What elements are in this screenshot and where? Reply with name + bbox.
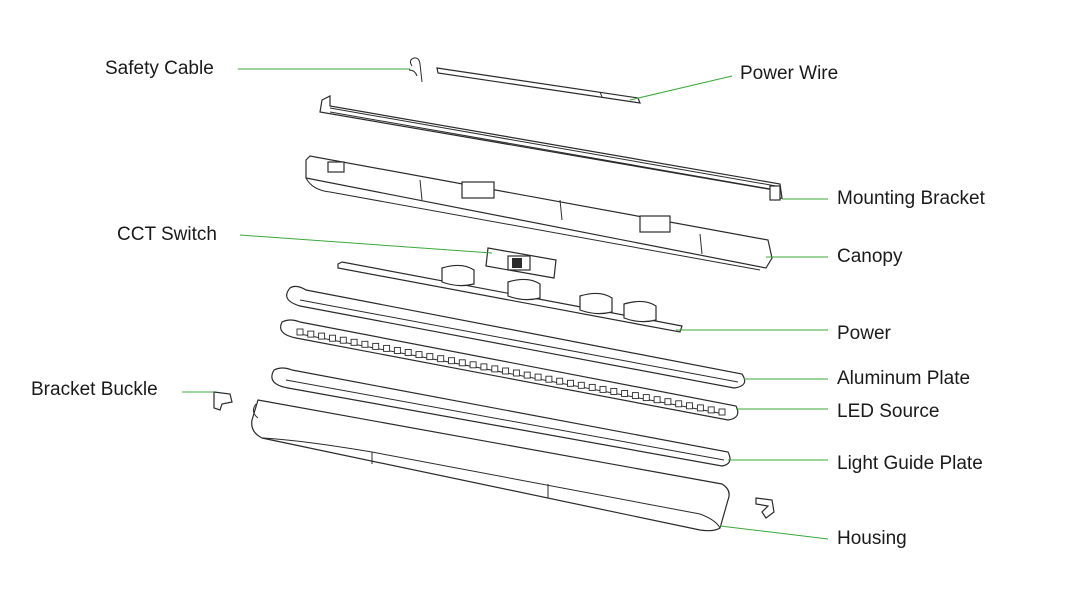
label-canopy: Canopy (837, 246, 903, 267)
led-chip (318, 332, 326, 340)
led-chip (523, 371, 531, 379)
label-safety-cable: Safety Cable (105, 58, 214, 79)
led-chip (718, 408, 726, 416)
leader-cct-switch (239, 234, 493, 254)
label-bracket-buckle: Bracket Buckle (31, 379, 158, 400)
label-power: Power (837, 323, 891, 344)
led-chip (534, 373, 542, 381)
light-guide-plate-part (271, 367, 731, 467)
mounting-bracket-part (319, 95, 783, 201)
led-chip (642, 394, 650, 402)
led-chip (567, 379, 574, 387)
led-chip (664, 398, 672, 406)
led-chip (372, 342, 380, 350)
power-wire-part (436, 67, 641, 104)
led-chip (545, 375, 553, 383)
label-light-guide-plate: Light Guide Plate (837, 453, 983, 474)
cct-switch-part (485, 247, 557, 279)
led-chip (631, 392, 639, 400)
led-chip (621, 390, 629, 397)
led-chip (415, 351, 423, 359)
aluminum-plate-part (286, 285, 746, 389)
led-chip (296, 328, 304, 336)
led-dot-row (296, 328, 726, 416)
led-chip (393, 347, 401, 354)
canopy-part (305, 155, 773, 271)
led-chip (448, 357, 455, 365)
label-housing: Housing (837, 528, 907, 549)
led-chip (480, 363, 488, 371)
bracket-buckle-part-right (755, 497, 775, 519)
led-chip (404, 349, 412, 356)
led-chip (426, 353, 434, 361)
power-part (337, 261, 683, 333)
label-led-source: LED Source (837, 401, 940, 422)
bracket-buckle-part (213, 391, 233, 411)
led-chip (469, 361, 477, 369)
leader-power-wire (629, 75, 733, 101)
led-chip (588, 383, 596, 391)
led-chip (653, 396, 661, 404)
led-chip (707, 406, 715, 414)
led-chip (512, 369, 520, 377)
led-chip (383, 344, 391, 352)
led-chip (599, 385, 607, 393)
label-cct-switch: CCT Switch (117, 224, 217, 245)
led-chip (458, 359, 466, 367)
led-chip (350, 338, 358, 346)
led-chip (361, 340, 369, 348)
label-power-wire: Power Wire (740, 63, 839, 84)
led-chip (686, 402, 693, 410)
led-chip (329, 334, 336, 342)
led-source-part (280, 319, 739, 421)
leader-housing (719, 525, 829, 540)
led-chip (307, 330, 315, 338)
safety-cable-part (408, 57, 423, 83)
led-chip (502, 367, 510, 375)
label-mounting-bracket: Mounting Bracket (837, 188, 985, 209)
led-chip (577, 381, 585, 389)
led-chip (610, 388, 618, 395)
led-chip (696, 404, 704, 412)
led-chip (437, 355, 445, 363)
led-chip (491, 365, 499, 373)
label-aluminum-plate: Aluminum Plate (837, 368, 971, 389)
leader-lines (182, 68, 829, 540)
led-chip (675, 400, 683, 408)
housing-part (251, 399, 730, 532)
led-chip (556, 377, 564, 385)
led-chip (339, 336, 347, 344)
